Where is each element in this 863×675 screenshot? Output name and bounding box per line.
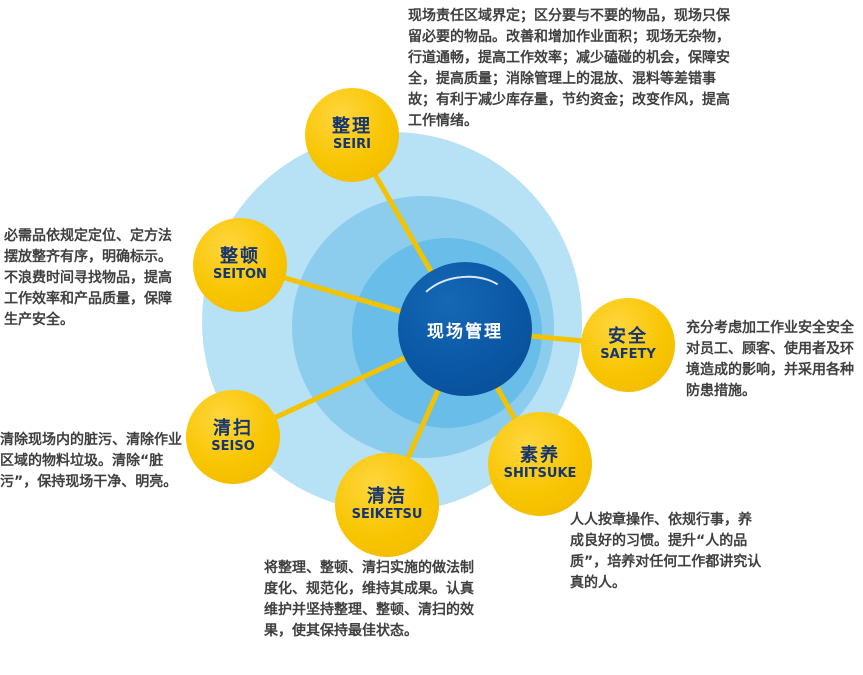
node-seiketsu-label: 清洁 [367,485,407,507]
node-seiso: 清扫 SEISO [186,390,280,484]
center-hub-circle: 现场管理 [398,262,532,396]
shitsuke-description: 人人按章操作、依规行事，养成良好的习惯。提升“人的品质”，培养对任何工作都讲究认… [570,512,762,591]
node-seiketsu-sub: SEIKETSU [351,507,423,523]
center-hub-label: 现场管理 [427,321,503,342]
seiso-description: 清除现场内的脏污、清除作业区域的物料垃圾。清除“脏污”，保持现场干净、明亮。 [0,432,182,490]
node-seiri: 整理 SEIRI [305,88,399,182]
node-shitsuke-label: 素养 [520,444,560,466]
node-seiketsu: 清洁 SEIKETSU [335,453,439,557]
node-seiri-sub: SEIRI [333,137,371,153]
node-safety-sub: SAFETY [600,347,656,363]
node-safety-label: 安全 [608,325,648,347]
node-seiton-label: 整顿 [220,245,260,267]
seiri-description: 现场责任区域界定；区分要与不要的物品，现场只保留必要的物品。改善和增加作业面积；… [408,8,730,129]
seiton-description: 必需品依规定定位、定方法摆放整齐有序，明确标示。不浪费时间寻找物品，提高工作效率… [4,228,172,328]
node-shitsuke: 素养 SHITSUKE [488,412,592,516]
node-seiton-sub: SEITON [213,267,267,283]
node-shitsuke-sub: SHITSUKE [503,466,577,482]
safety-description: 充分考虑加工作业安全安全对员工、顾客、使用者及环境造成的影响，并采用各种防患措施… [686,320,854,399]
node-seiso-label: 清扫 [213,417,253,439]
node-seiton: 整顿 SEITON [193,218,287,312]
seiketsu-description: 将整理、整顿、清扫实施的做法制度化、规范化，维持其成果。认真维护并坚持整理、整顿… [264,560,474,639]
node-safety: 安全 SAFETY [581,298,675,392]
node-seiso-sub: SEISO [211,439,255,455]
node-seiri-label: 整理 [332,115,372,137]
